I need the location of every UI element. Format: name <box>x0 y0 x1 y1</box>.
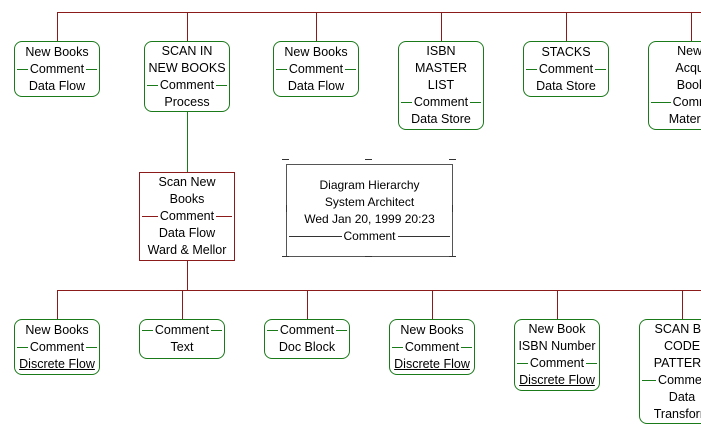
hierarchy-title: Diagram Hierarchy <box>319 177 420 192</box>
diagram-hierarchy-box[interactable]: Diagram Hierarchy System Architect Wed J… <box>286 164 453 257</box>
node-name-line-2: Acqui <box>675 61 701 75</box>
node-type: Text <box>170 340 194 354</box>
node-comment: Comment <box>15 61 99 78</box>
node-name-line-2: NEW BOOKS <box>148 60 226 75</box>
node-comment: Comment <box>145 77 229 94</box>
node-comment: Comment <box>524 61 608 78</box>
root-node-scan-new-books[interactable]: Scan New Books Comment Data Flow Ward & … <box>139 172 235 261</box>
node-type: Process <box>164 94 210 109</box>
node-name-line-3: LIST <box>427 78 455 92</box>
node-comment: Comment <box>390 339 474 356</box>
root-type: Data Flow <box>158 226 216 240</box>
selection-handle[interactable] <box>365 159 372 160</box>
node-scan-in-new-books-process[interactable]: SCAN IN NEW BOOKS Comment Process <box>144 41 230 112</box>
node-name-line-1: New Book <box>528 322 586 336</box>
node-name-line-1: SCAN BA <box>654 321 701 336</box>
node-name-line-2: CODE <box>663 338 701 353</box>
node-comment: Comm <box>649 94 701 111</box>
selection-handle[interactable] <box>449 159 456 160</box>
root-author: Ward & Mellor <box>147 243 227 257</box>
node-scan-bar-code-pattern[interactable]: SCAN BA CODE PATTERN Commer Data Transfo… <box>639 319 701 424</box>
selection-handle[interactable] <box>452 205 453 212</box>
node-comment: Comment <box>265 322 349 339</box>
root-comment: Comment <box>140 208 234 225</box>
node-new-books-data-flow-2[interactable]: New Books Comment Data Flow <box>273 41 359 97</box>
node-comment: Comment <box>15 339 99 356</box>
node-type: Data Store <box>536 78 596 93</box>
node-type: Data Store <box>411 112 471 126</box>
node-type: Doc Block <box>278 340 336 354</box>
node-name: STACKS <box>541 44 591 59</box>
node-stacks-data-store[interactable]: STACKS Comment Data Store <box>523 41 609 97</box>
selection-handle[interactable] <box>282 159 289 160</box>
node-new-books-discrete-flow-1[interactable]: New Books Comment Discrete Flow <box>14 319 100 375</box>
node-comment: Commer <box>640 372 701 389</box>
hierarchy-subtitle: System Architect <box>324 194 415 209</box>
node-name-line-1: SCAN IN <box>161 43 213 58</box>
node-type: Discrete Flow <box>394 356 470 371</box>
hierarchy-date: Wed Jan 20, 1999 20:23 <box>304 211 435 226</box>
root-name-line-2: Books <box>169 192 205 206</box>
node-type-line-2: Transform <box>653 406 701 421</box>
node-type: Data Flow <box>287 78 345 93</box>
selection-handle[interactable] <box>282 256 289 257</box>
selection-handle[interactable] <box>286 205 287 212</box>
node-comment: Comment <box>274 61 358 78</box>
node-name: New Books <box>284 44 348 59</box>
node-new-books-discrete-flow-2[interactable]: New Books Comment Discrete Flow <box>389 319 475 375</box>
node-name-line-3: Book <box>676 78 701 92</box>
node-name-line-1: Newl <box>677 44 701 58</box>
node-comment: Comment <box>399 94 483 111</box>
node-isbn-master-list-data-store[interactable]: ISBN MASTER LIST Comment Data Store <box>398 41 484 130</box>
node-type: Data Flow <box>28 78 86 93</box>
node-new-books-data-flow-1[interactable]: New Books Comment Data Flow <box>14 41 100 97</box>
node-new-acquired-books-material[interactable]: Newl Acqui Book Comm Material <box>648 41 701 130</box>
node-type: Material <box>668 112 701 126</box>
selection-handle[interactable] <box>449 256 456 257</box>
node-name: New Books <box>25 44 89 59</box>
node-comment: Comment <box>515 355 599 372</box>
node-name: New Books <box>400 322 464 337</box>
node-type-line-1: Data <box>668 389 696 404</box>
node-name-line-1: ISBN <box>426 44 456 58</box>
selection-handle[interactable] <box>365 256 372 257</box>
node-name: New Books <box>25 322 89 337</box>
node-name-line-2: MASTER <box>414 61 468 75</box>
node-type: Discrete Flow <box>519 373 595 387</box>
node-comment: Comment <box>140 322 224 339</box>
root-name-line-1: Scan New <box>158 175 216 189</box>
node-doc-block[interactable]: Comment Doc Block <box>264 319 350 359</box>
node-new-book-isbn-number[interactable]: New Book ISBN Number Comment Discrete Fl… <box>514 319 600 391</box>
node-type: Discrete Flow <box>19 356 95 371</box>
node-name-line-2: ISBN Number <box>518 339 596 353</box>
node-text[interactable]: Comment Text <box>139 319 225 359</box>
hierarchy-comment: Comment <box>287 228 452 245</box>
node-name-line-3: PATTERN <box>653 355 701 370</box>
